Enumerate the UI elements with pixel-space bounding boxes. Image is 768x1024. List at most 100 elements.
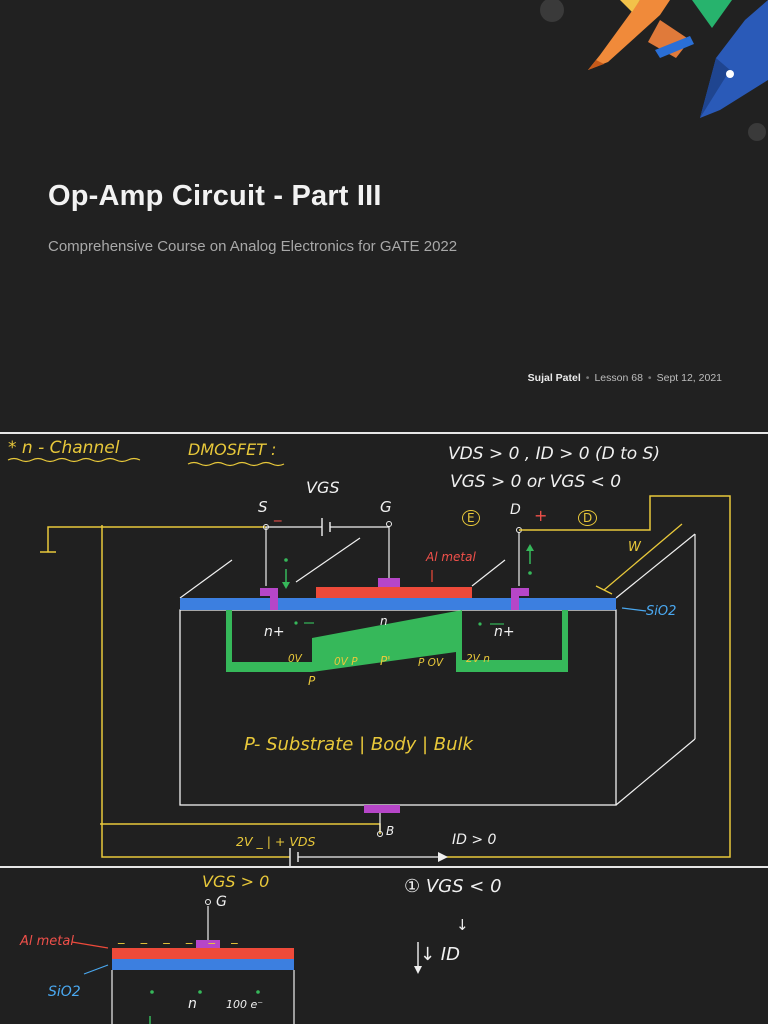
current-arrow [438,852,448,862]
heading-underline [7,457,141,463]
width-tick [595,585,613,595]
gate-terminal [386,521,392,527]
voltage-2v-n: 2V n [466,653,490,665]
leaf-icon [692,0,732,28]
vgs-label: VGS [306,478,340,497]
plus-sign: + [534,506,548,525]
drain-n-plus-label: n+ [494,624,515,640]
vds-source-label: 2V _ | + VDS [236,834,316,849]
electron-dot [294,621,298,625]
title-slide: Op-Amp Circuit - Part III Comprehensive … [0,0,768,432]
heading-prefix: * n - Channel [8,438,120,458]
deco-circle [540,0,564,22]
lesson-number: Lesson 68 [594,372,643,384]
width-dimension [603,523,683,591]
sio2-label: SiO2 [48,984,81,1000]
gate-contact [196,940,220,948]
electron-dot [478,622,482,626]
slide-title: Op-Amp Circuit - Part III [48,180,382,212]
p-region-label: P [308,674,316,688]
source-contact [260,588,278,610]
body-terminal [377,831,383,837]
sio2-pointer [621,607,647,612]
author-name: Sujal Patel [527,372,581,384]
box-edge [615,533,696,599]
pencil-tip [588,60,604,70]
box-edge [295,537,361,583]
slide-meta: Sujal Patel • Lesson 68 • Sept 12, 2021 [528,372,722,384]
enhancement-label: E [462,510,480,526]
body-contact [364,805,400,813]
slide-divider [0,866,768,868]
source-n-well [226,610,312,672]
deco-triangle [620,0,640,12]
al-metal-label: Al metal [426,550,476,564]
device-underline [187,461,285,467]
pencil-icon [588,0,670,70]
n-channel [312,610,462,672]
drain-contact [511,588,529,610]
source-n-plus-label: n+ [264,624,285,640]
electron-dot [256,990,260,994]
pen-nib-shade [700,58,730,118]
width-label: W [628,540,641,555]
ribbon-icon-blue [655,36,694,58]
voltage-p-ov: P OV [418,657,444,669]
box-edge [471,559,506,587]
body-wire [100,823,381,834]
id-decrease-label: ↓ ID [420,944,460,965]
negative-charges: _ _ _ _ _ _ [118,930,244,945]
ground-wire [47,526,266,552]
drain-n-well [456,610,568,672]
meta-separator: • [647,372,652,384]
condition-line-1: VDS > 0 , ID > 0 (D to S) [448,444,660,464]
sio2-layer [180,598,616,610]
notes-slide: * n - Channel DMOSFET : VDS > 0 , ID > 0… [0,434,768,866]
slide-subtitle: Comprehensive Course on Analog Electroni… [48,238,458,255]
source-return-wire [101,525,290,858]
al-metal-gate [112,948,294,959]
body-label: B [386,824,395,838]
electron-dot [528,571,532,575]
sio2-pointer [83,964,109,975]
metal-pointer [71,941,109,949]
al-metal-label: Al metal [20,934,74,949]
source-label: S [258,498,268,516]
channel-n-label: n [380,614,388,628]
minus-sign: _ [274,504,282,522]
case-vgs-negative: ① VGS < 0 [404,876,502,897]
lesson-date: Sept 12, 2021 [656,372,722,384]
next-slide: VGS > 0 G _ _ _ _ _ _ Al metal SiO2 ① VG… [0,868,768,1024]
al-metal-gate [316,587,472,598]
mosfet-diagram-2 [71,899,422,1024]
box-edge [179,559,233,599]
heading-device: DMOSFET : [188,440,277,459]
electron-dot [284,558,288,562]
current-arrow-green-head [282,582,290,589]
slide-divider [0,432,768,434]
meta-separator: • [585,372,590,384]
condition-line-2: VGS > 0 or VGS < 0 [450,472,622,492]
electron-dot [150,990,154,994]
decorative-illustration [540,0,768,141]
sio2-layer [112,959,294,970]
depletion-label: D [578,510,598,526]
substrate-label: P- Substrate | Body | Bulk [244,734,473,755]
p-prime-label: P' [380,654,391,668]
id-positive-label: ID > 0 [452,832,497,848]
gate-label: G [380,498,392,516]
gate-terminal [205,899,211,905]
drain-wire [440,495,731,858]
voltage-0v-p: 0V P [334,656,358,668]
sio2-label: SiO2 [646,604,677,619]
deco-circle [748,123,766,141]
voltage-0v-left: 0V [288,653,302,665]
id-decrease-arrow-head [414,966,422,974]
pen-nib-hole [726,70,734,78]
n-region-label: n [188,996,197,1012]
case-arrow-down: ↓ [456,916,469,934]
drain-label: D [510,502,521,518]
vgs-positive-label: VGS > 0 [202,872,270,891]
gate-contact [378,578,400,587]
current-arrow-green-head [526,544,534,551]
